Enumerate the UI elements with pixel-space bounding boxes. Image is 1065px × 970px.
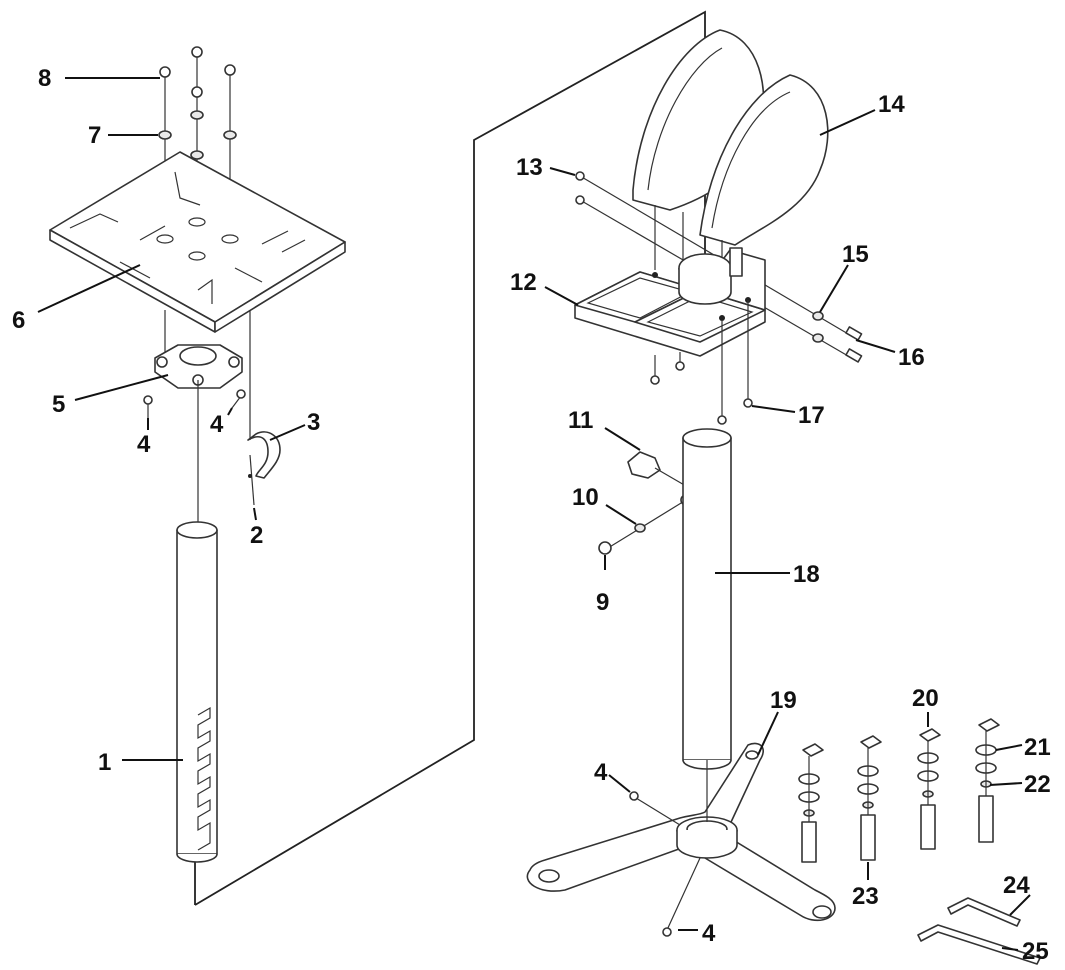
right-assembly bbox=[526, 29, 1041, 965]
callout-24: 24 bbox=[1003, 872, 1030, 899]
left-assembly bbox=[49, 46, 346, 863]
support-column bbox=[682, 428, 732, 770]
set-screws-left bbox=[143, 389, 246, 418]
callout-12: 12 bbox=[510, 269, 537, 296]
callout-22: 22 bbox=[1024, 771, 1051, 798]
callout-11: 11 bbox=[568, 407, 593, 434]
callout-7: 7 bbox=[88, 122, 101, 149]
callout-4-right-b: 4 bbox=[702, 920, 716, 947]
callout-4-left-b: 4 bbox=[210, 411, 224, 438]
callout-13: 13 bbox=[516, 154, 543, 181]
callout-18: 18 bbox=[793, 561, 820, 588]
bolt-stack-a bbox=[798, 743, 824, 863]
callout-5: 5 bbox=[52, 391, 65, 418]
callout-2: 2 bbox=[250, 522, 263, 549]
callout-20: 20 bbox=[912, 685, 939, 712]
callout-9: 9 bbox=[596, 589, 609, 616]
callout-4-left-a: 4 bbox=[137, 431, 151, 458]
callout-15: 15 bbox=[842, 241, 869, 268]
callout-16: 16 bbox=[898, 344, 925, 371]
leveling-bolts bbox=[798, 718, 1000, 863]
callout-labels: 8 7 6 5 4 4 3 2 1 13 12 14 15 16 17 11 1… bbox=[12, 65, 1051, 965]
callout-23: 23 bbox=[852, 883, 879, 910]
tool-hook bbox=[247, 431, 281, 506]
tripod-base bbox=[526, 742, 836, 937]
callout-4-right-a: 4 bbox=[594, 759, 608, 786]
accessory-tray bbox=[574, 247, 766, 385]
callout-14: 14 bbox=[878, 91, 905, 118]
leader-lines bbox=[37, 77, 1031, 951]
callout-6: 6 bbox=[12, 307, 25, 334]
hex-keys bbox=[917, 897, 1041, 965]
clamp-knob bbox=[598, 451, 692, 555]
roller-cradle bbox=[632, 29, 829, 318]
callout-19: 19 bbox=[770, 687, 797, 714]
callout-21: 21 bbox=[1024, 734, 1051, 761]
callout-8: 8 bbox=[38, 65, 51, 92]
height-column bbox=[176, 380, 218, 863]
bolt-stack-d bbox=[975, 718, 1000, 843]
callout-10: 10 bbox=[572, 484, 599, 511]
bolt-stack-c bbox=[917, 728, 941, 850]
callout-25: 25 bbox=[1022, 938, 1049, 965]
callout-17: 17 bbox=[798, 402, 825, 429]
work-table bbox=[49, 151, 346, 333]
callout-3: 3 bbox=[307, 409, 320, 436]
mount-bracket bbox=[154, 310, 251, 440]
bolt-stack-b bbox=[857, 735, 882, 861]
callout-1: 1 bbox=[98, 749, 111, 776]
table-screws bbox=[158, 46, 237, 255]
tray-screws bbox=[717, 300, 753, 425]
